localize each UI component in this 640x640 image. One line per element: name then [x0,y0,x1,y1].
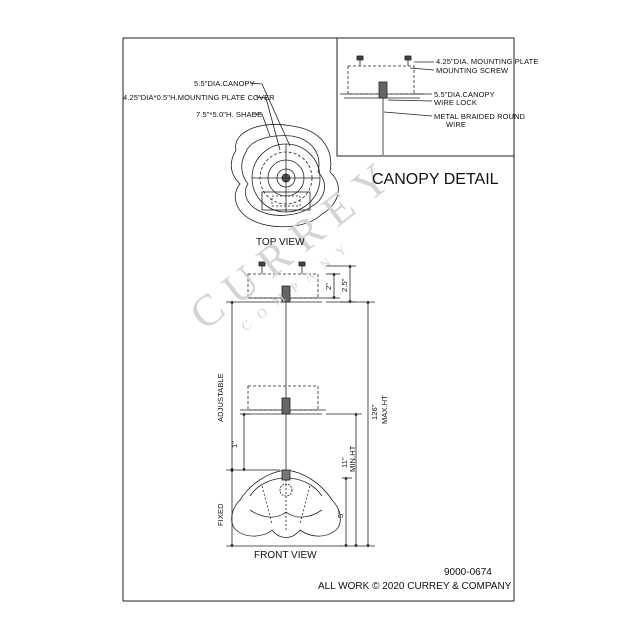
dim-1-inch: 1" [230,440,239,448]
label-canopy: 5.5"DIA.CANOPY [194,79,255,88]
detail-label-mounting-screw: MOUNTING SCREW [436,66,509,75]
label-shade: 7.5"*5.0"H. SHADE [196,110,263,119]
dim-max-value: 126" [370,404,379,420]
dim-2-5-inch: 2.5" [340,278,349,293]
copyright: ALL WORK © 2020 CURREY & COMPANY [318,581,512,592]
dim-max-label: MAX.HT [380,395,389,424]
dim-2-inch: 2" [324,282,333,290]
dim-5-inch: 5" [336,510,345,518]
label-mounting-plate-cover: 4.25"DIA*0.5"H.MOUNTING PLATE COVER [123,93,275,102]
dim-adjustable: ADJUSTABLE [216,373,225,422]
front-view-title: FRONT VIEW [254,550,317,561]
dim-fixed: FIXED [216,503,225,526]
detail-label-canopy: 5.5"DIA.CANOPY [434,90,495,99]
canopy-detail-drawing [340,55,435,155]
detail-label-wire-1: METAL BRAIDED ROUND [434,112,526,121]
top-view-title: TOP VIEW [256,237,305,248]
canopy-detail-title: CANOPY DETAIL [372,171,499,188]
detail-label-wire-lock: WIRE LOCK [434,98,477,107]
item-number: 9000-0674 [444,567,492,578]
detail-label-wire-2: WIRE [446,120,466,129]
detail-label-mounting-plate: 4.25"DIA. MOUNTING PLATE [436,57,539,66]
canopy-detail-frame [336,37,515,157]
front-view-drawing [226,261,375,548]
top-view-drawing [230,82,339,227]
sheet-border [122,37,515,602]
dim-min-label: MIN.HT [348,445,357,472]
